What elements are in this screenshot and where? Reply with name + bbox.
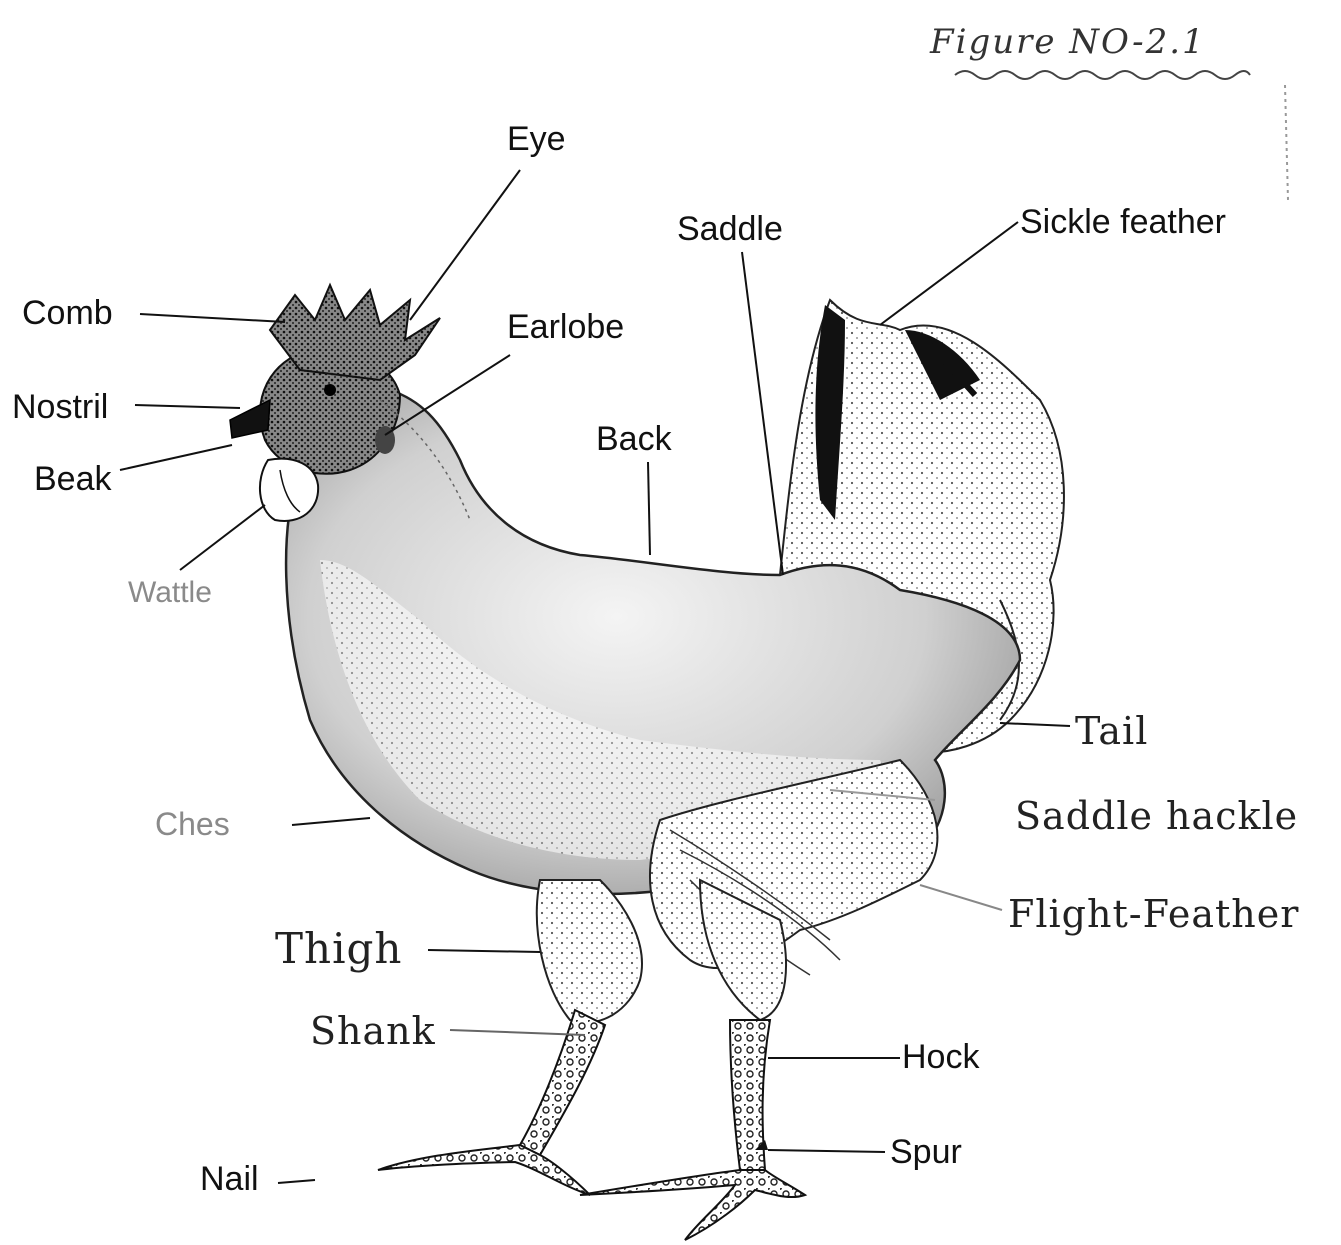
label-beak: Beak bbox=[34, 462, 112, 496]
leader-nostril bbox=[135, 405, 240, 408]
label-eye: Eye bbox=[507, 122, 566, 156]
label-nostril: Nostril bbox=[12, 390, 108, 424]
label-flight-feather: Flight-Feather bbox=[1008, 895, 1299, 933]
right-foot bbox=[580, 1170, 805, 1240]
leader-thigh bbox=[428, 950, 540, 952]
label-sickle-feather: Sickle feather bbox=[1020, 205, 1226, 239]
label-chest: Ches bbox=[155, 808, 230, 840]
leader-nail bbox=[278, 1180, 315, 1183]
eye-shape bbox=[324, 384, 336, 396]
leader-back bbox=[648, 462, 650, 555]
leader-saddle bbox=[742, 252, 783, 575]
leader-shank bbox=[450, 1030, 585, 1035]
leader-comb bbox=[140, 314, 285, 322]
leader-tail bbox=[1000, 723, 1070, 726]
figure-caption: Figure NO-2.1 bbox=[930, 22, 1206, 62]
label-shank: Shank bbox=[310, 1012, 436, 1050]
left-shank bbox=[520, 1010, 605, 1155]
label-nail: Nail bbox=[200, 1162, 259, 1196]
leader-beak bbox=[120, 445, 232, 470]
left-foot bbox=[378, 1145, 590, 1195]
wattle-shape bbox=[260, 459, 318, 521]
leader-sickle bbox=[880, 222, 1018, 325]
thigh-shape bbox=[537, 880, 642, 1023]
leader-wattle bbox=[180, 505, 265, 570]
leader-chest bbox=[292, 818, 370, 825]
label-tail: Tail bbox=[1075, 712, 1148, 750]
label-saddle: Saddle bbox=[677, 212, 783, 246]
label-wattle: Wattle bbox=[128, 578, 212, 608]
leader-flight bbox=[920, 885, 1002, 910]
label-back: Back bbox=[596, 422, 672, 456]
label-saddle-hackle: Saddle hackle bbox=[1015, 797, 1298, 835]
label-earlobe: Earlobe bbox=[507, 310, 624, 344]
label-comb: Comb bbox=[22, 296, 113, 330]
caption-vertical-mark bbox=[1285, 85, 1288, 200]
label-thigh: Thigh bbox=[275, 928, 402, 970]
leader-spur bbox=[768, 1150, 885, 1152]
caption-underline bbox=[955, 71, 1250, 79]
label-spur: Spur bbox=[890, 1135, 962, 1169]
label-hock: Hock bbox=[902, 1040, 979, 1074]
leader-eye bbox=[410, 170, 520, 320]
